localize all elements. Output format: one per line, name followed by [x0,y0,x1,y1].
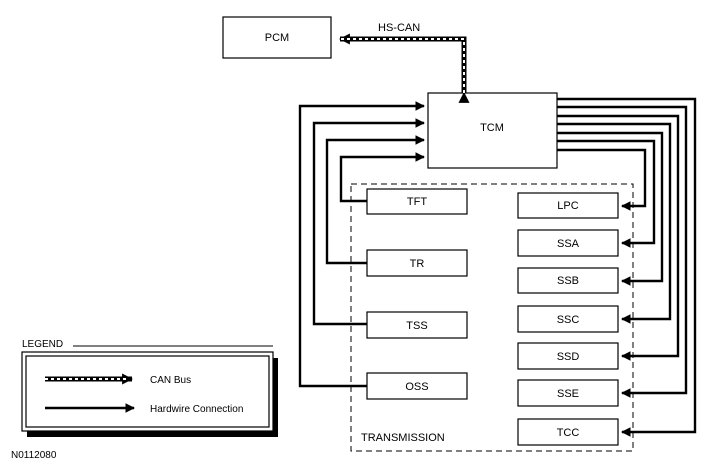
legend: LEGEND CAN Bus Hardwire Connection [21,339,278,437]
ssd-label: SSD [557,351,580,363]
ssa-box [517,229,619,257]
tft-wire [339,152,425,203]
legend-title: LEGEND [22,339,63,350]
sse-wire [557,105,688,398]
tcc-wire [557,97,697,437]
figure-id: N0112080 [11,450,57,461]
oss-box [366,372,468,400]
ssa-wire [557,139,656,248]
ssd-wire [557,114,680,361]
tft-label: TFT [407,196,427,208]
tft-box [366,188,468,215]
tcc-box [517,418,619,446]
sse-label: SSE [557,388,579,400]
ssd-box [517,342,619,370]
tss-label: TSS [406,320,427,332]
ssc-wire [557,122,672,324]
ssc-box [517,305,619,333]
pcm-label: PCM [265,32,289,44]
legend-can-bus-label: CAN Bus [150,375,191,386]
ssa-label: SSA [557,238,580,250]
pcm-box [222,16,332,59]
tcc-label: TCC [557,427,580,439]
legend-hardwire-label: Hardwire Connection [150,404,243,415]
oss-wire [298,101,425,388]
lpc-label: LPC [557,200,578,212]
ssb-box [517,267,619,294]
lpc-box [517,192,619,219]
tss-box [366,311,468,339]
tcm-box [427,92,558,169]
hs-can-label: HS-CAN [378,22,420,34]
tr-wire [325,135,425,265]
transmission-boundary [350,183,634,452]
ssb-wire [557,131,664,286]
hs-can-bus [338,33,470,103]
sse-box [517,379,619,407]
tr-box [366,249,468,277]
lpc-wire [557,148,647,211]
transmission-label: TRANSMISSION [361,432,445,444]
ssb-label: SSB [557,275,579,287]
oss-label: OSS [405,381,428,393]
ssc-label: SSC [557,314,580,326]
tcm-label: TCM [480,122,504,134]
tss-wire [312,118,425,326]
legend-inner-box [25,355,270,428]
tr-label: TR [410,258,425,270]
